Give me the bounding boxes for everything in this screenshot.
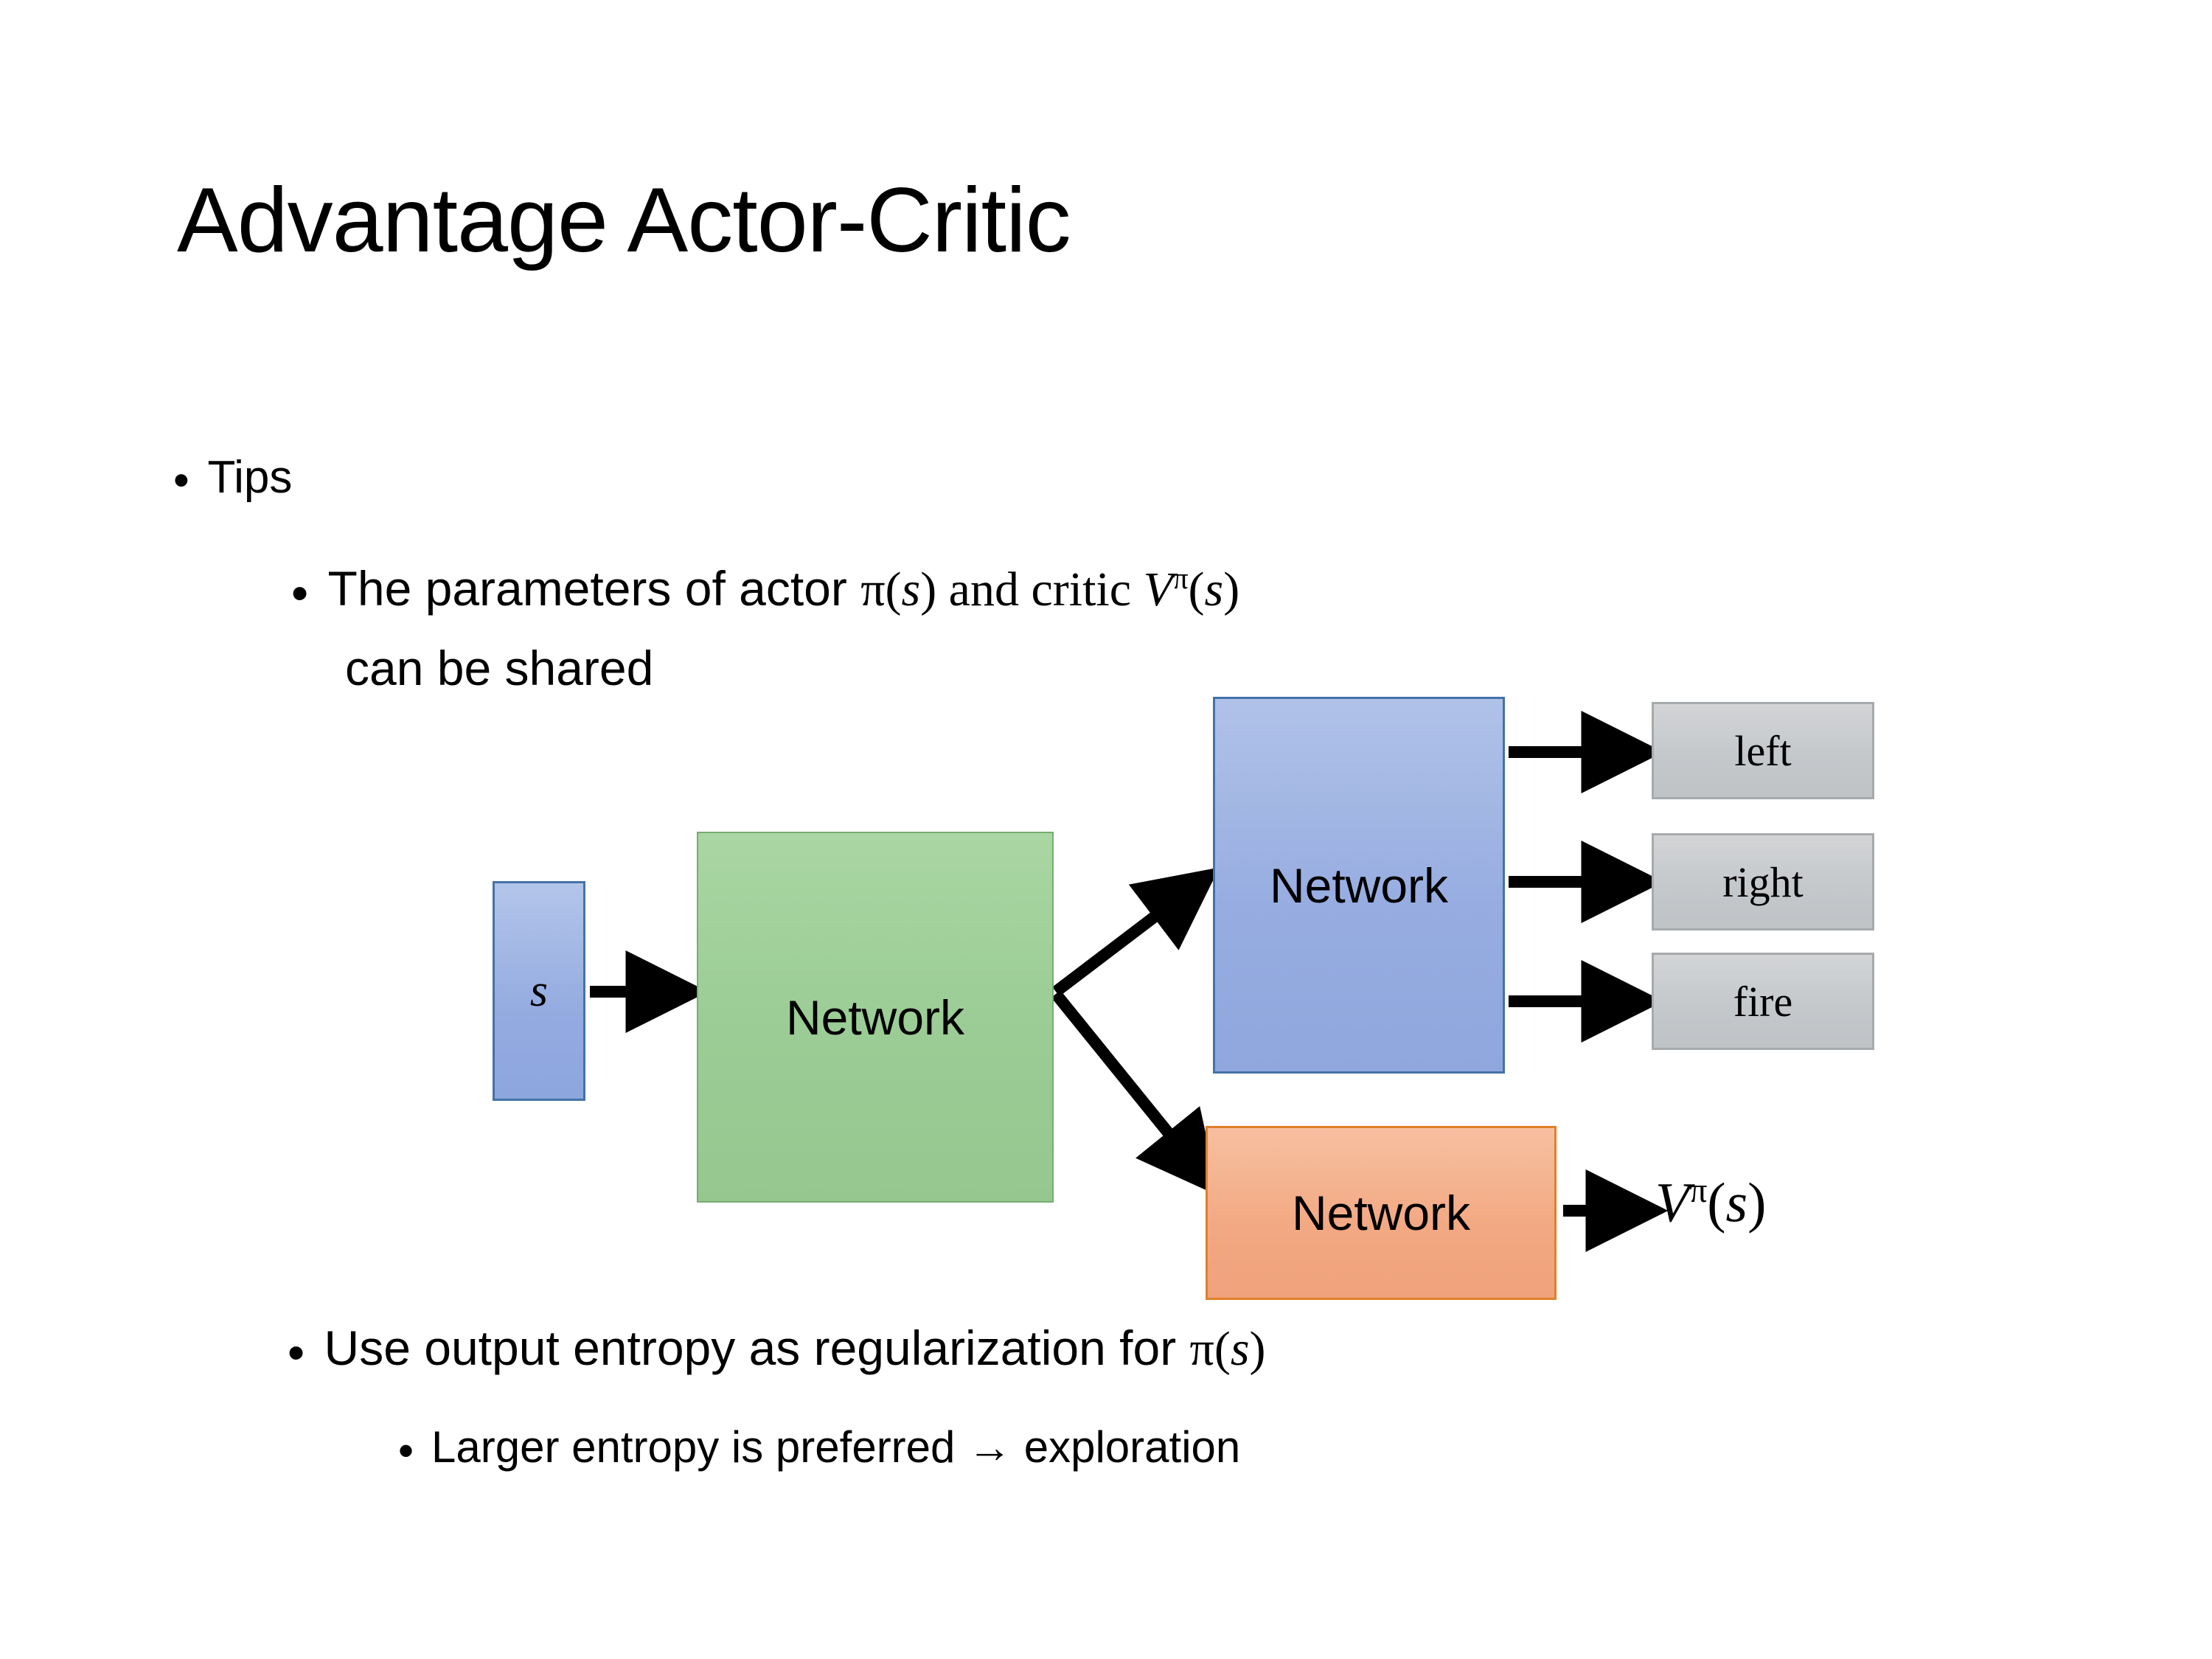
- state-input-box[interactable]: s: [493, 881, 585, 1101]
- pi-symbol: π: [1189, 1322, 1214, 1376]
- actor-network-box[interactable]: Network: [1213, 697, 1505, 1074]
- bullet-marker-icon: •: [288, 1324, 324, 1380]
- page-title: Advantage Actor-Critic: [177, 170, 1071, 271]
- pi-superscript: π: [1172, 562, 1189, 595]
- bullet-entropy-regularization: • Use output entropy as regularization f…: [288, 1320, 1266, 1380]
- state-symbol: s: [1230, 1322, 1250, 1376]
- state-symbol-2: s: [1204, 563, 1224, 616]
- paren-open: (: [885, 563, 902, 616]
- arrow-shared-to-actor: [1052, 867, 1220, 997]
- critic-network-label: Network: [1291, 1186, 1471, 1240]
- action-box-fire[interactable]: fire: [1652, 953, 1874, 1050]
- critic-network-box[interactable]: Network: [1206, 1126, 1557, 1300]
- actor-network-label: Network: [1269, 858, 1449, 913]
- bullet-larger-label: Larger entropy is preferred → exploratio…: [431, 1422, 1241, 1472]
- bullet-params-text-a: The parameters of actor: [327, 561, 861, 616]
- paren-close: ): [1249, 1322, 1266, 1376]
- bullet-marker-icon: •: [291, 565, 328, 620]
- paren-open-2: (: [1188, 563, 1205, 616]
- action-label-left: left: [1734, 726, 1792, 775]
- action-box-right[interactable]: right: [1652, 833, 1874, 931]
- pi-symbol: π: [860, 563, 886, 616]
- paren-close: ): [1747, 1172, 1767, 1234]
- bullet-larger-entropy: • Larger entropy is preferred → explorat…: [398, 1422, 1240, 1476]
- bullet-marker-icon: •: [173, 455, 208, 507]
- state-symbol: s: [901, 563, 921, 616]
- arrow-shared-to-critic: [1051, 990, 1220, 1197]
- bullet-shared-parameters: • The parameters of actor π(s) and criti…: [291, 560, 1239, 621]
- value-symbol: V: [1655, 1172, 1690, 1234]
- state-input-label: s: [529, 965, 549, 1016]
- pi-superscript: π: [1689, 1172, 1708, 1210]
- value-symbol: V: [1143, 563, 1173, 616]
- bullet-tips-label: Tips: [207, 452, 293, 503]
- action-label-fire: fire: [1733, 977, 1793, 1026]
- bullet-shared-parameters-line2: can be shared: [345, 641, 654, 695]
- critic-output-label: Vπ(s): [1655, 1171, 1766, 1235]
- bullet-marker-icon: •: [398, 1425, 432, 1475]
- state-symbol: s: [1725, 1172, 1748, 1234]
- paren-close-2: ): [1223, 563, 1240, 616]
- bullet-params-text-c: ) and critic: [920, 563, 1144, 616]
- action-label-right: right: [1722, 858, 1804, 906]
- bullet-tips: • Tips: [173, 451, 292, 507]
- bullet-entropy-text: Use output entropy as regularization for: [324, 1321, 1190, 1375]
- shared-network-box[interactable]: Network: [697, 832, 1054, 1203]
- paren-open: (: [1707, 1172, 1726, 1234]
- action-box-left[interactable]: left: [1652, 702, 1874, 799]
- shared-network-label: Network: [785, 990, 965, 1045]
- paren-open: (: [1214, 1322, 1231, 1376]
